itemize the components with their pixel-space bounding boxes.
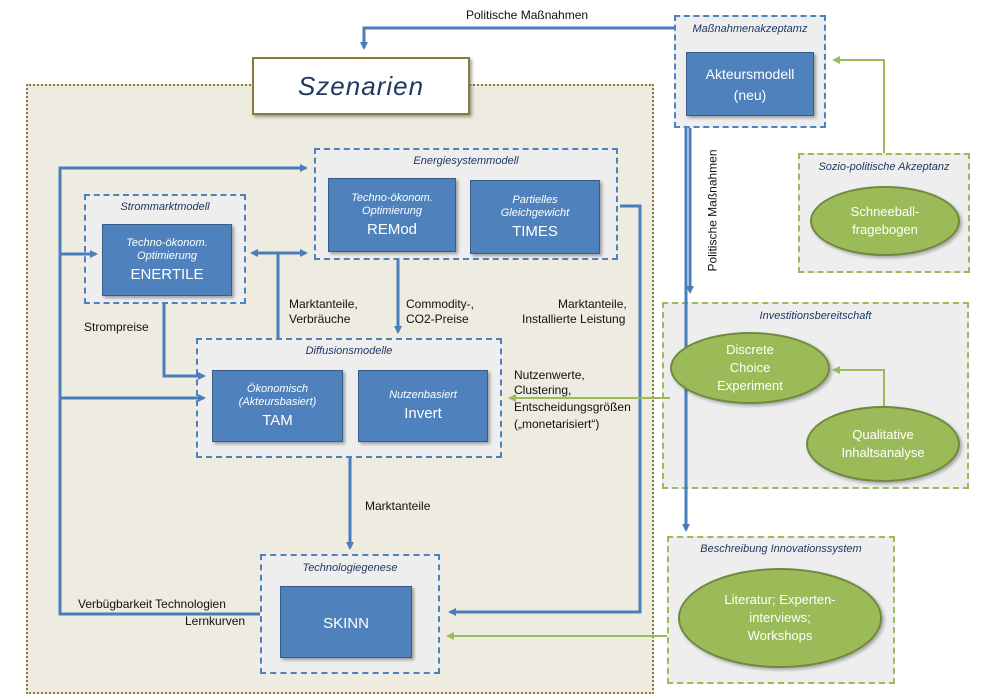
literatur-ellipse: Literatur; Experten-interviews; Workshops <box>678 568 882 668</box>
discrete-line3: Experiment <box>717 378 783 393</box>
remod-sub1: Techno-ökonom. <box>351 191 433 204</box>
akteursmodell-line2: (neu) <box>733 87 767 103</box>
group-title-sozio: Sozio-politische Akzeptanz <box>818 161 950 173</box>
remod-main: REMod <box>366 220 418 238</box>
label-installierte-2: Installierte Leistung <box>522 312 626 326</box>
schneeball-line1: Schneeball- <box>850 204 920 219</box>
schneeball-line2: fragebogen <box>852 222 918 237</box>
arrow-installierte-leistung <box>448 204 642 616</box>
group-title-invest: Investitionsbereitschaft <box>759 310 872 322</box>
literatur-line2: interviews; <box>749 610 811 625</box>
label-strompreise: Strompreise <box>84 320 149 334</box>
enertile-main: ENERTILE <box>130 265 204 283</box>
label-verfuegbarkeit: Verbügbarkeit Technologien <box>78 597 226 611</box>
akteursmodell-box: Akteursmodell (neu) <box>686 52 814 116</box>
label-marktanteile: Marktanteile <box>365 499 431 513</box>
label-nutzen-3: Entscheidungsgrößen <box>514 400 631 414</box>
group-title-energie: Energiesystemmodell <box>413 155 519 167</box>
invert-box: Nutzenbasiert Invert <box>358 370 488 442</box>
group-title-strommarkt: Strommarktmodell <box>120 201 210 213</box>
arrow-qual-to-discrete <box>832 366 885 408</box>
arrow-politische-top <box>360 26 674 50</box>
qualitative-line2: Inhaltsanalyse <box>841 445 925 460</box>
qualitative-line1: Qualitative <box>852 427 914 442</box>
remod-box: Techno-ökonom. Optimierung REMod <box>328 178 456 252</box>
label-commodity-2: CO2-Preise <box>406 312 469 326</box>
invert-sub1: Nutzenbasiert <box>389 389 457 401</box>
enertile-sub1: Techno-ökonom. <box>126 236 208 249</box>
label-nutzen-4: („monetarisiert“) <box>514 417 600 431</box>
literatur-line1: Literatur; Experten- <box>724 592 836 607</box>
tam-main: TAM <box>262 411 293 429</box>
arrow-sozio-to-akteur <box>832 56 885 153</box>
discrete-line2: Choice <box>729 360 771 375</box>
enertile-sub2: Optimierung <box>137 249 197 262</box>
times-main: TIMES <box>512 222 558 240</box>
group-title-massnahmen: Maßnahmenakzeptamz <box>692 23 808 35</box>
remod-sub2: Optimierung <box>362 204 422 217</box>
skinn-box: SKINN <box>280 586 412 658</box>
times-sub2: Gleichgewicht <box>500 206 570 219</box>
arrow-left-loop <box>58 164 308 616</box>
invert-main: Invert <box>404 405 442 422</box>
akteursmodell-line1: Akteursmodell <box>705 66 795 82</box>
page-title: Szenarien <box>252 57 470 115</box>
enertile-box: Techno-ökonom. Optimierung ENERTILE <box>102 224 232 296</box>
arrow-strompreise <box>162 304 206 380</box>
schneeball-ellipse: Schneeball-fragebogen <box>810 186 960 256</box>
literatur-line3: Workshops <box>747 628 813 643</box>
times-box: Partielles Gleichgewicht TIMES <box>470 180 600 254</box>
label-installierte-1: Marktanteile, <box>558 297 627 311</box>
tam-sub1: Ökonomisch <box>246 382 309 395</box>
label-nutzen-2: Clustering, <box>514 383 572 397</box>
tam-sub2: (Akteursbasiert) <box>238 395 317 408</box>
group-title-innovation: Beschreibung Innovationssystem <box>700 543 862 555</box>
label-politische-vertical: Politische Maßnahmen <box>705 149 720 272</box>
label-commodity-1: Commodity-, <box>406 297 475 311</box>
discrete-line1: Discrete <box>726 342 774 357</box>
label-marktanteile-verbraeuche-2: Verbräuche <box>289 312 351 326</box>
group-title-technologie: Technologiegenese <box>302 562 398 574</box>
times-sub1: Partielles <box>512 193 558 206</box>
skinn-main: SKINN <box>323 614 369 632</box>
group-title-diffusion: Diffusionsmodelle <box>305 345 393 357</box>
label-marktanteile-verbraeuche-1: Marktanteile, <box>289 297 358 311</box>
label-lernkurven: Lernkurven <box>185 614 246 628</box>
label-nutzen-1: Nutzenwerte, <box>514 368 585 382</box>
tam-box: Ökonomisch (Akteursbasiert) TAM <box>212 370 343 442</box>
label-politische-top: Politische Maßnahmen <box>466 8 589 22</box>
